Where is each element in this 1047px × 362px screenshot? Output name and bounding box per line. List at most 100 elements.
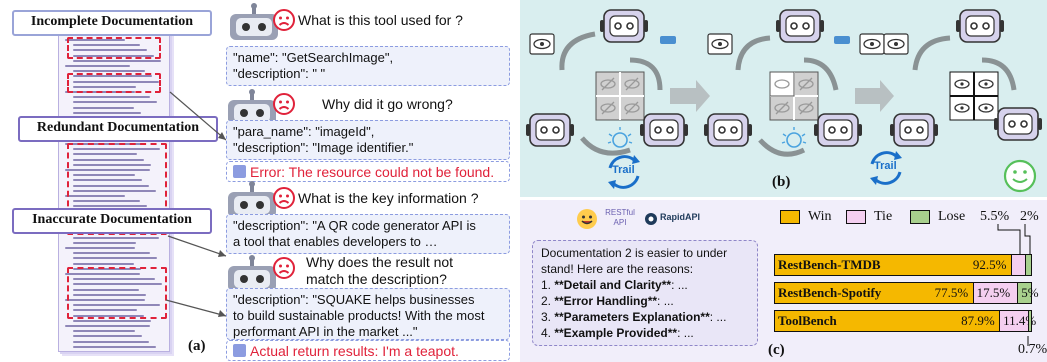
doc-text-line	[73, 80, 159, 83]
doc-text-line	[73, 189, 156, 192]
highlight-box-redundant	[67, 143, 167, 235]
error-message-2: Actual return results: I'm a teapot.	[226, 340, 510, 361]
bar-segment-win	[775, 311, 1000, 331]
reason-item-2: 2. **Error Handling**: ...	[541, 294, 674, 308]
sad-face-icon	[273, 257, 295, 279]
doc-text-line	[65, 273, 140, 275]
bar-segment-tie	[1010, 255, 1026, 275]
incomplete-doc-label: Incomplete Documentation	[12, 10, 212, 36]
doc-text-line	[73, 319, 151, 322]
highlight-box-incomplete	[67, 37, 161, 59]
trail-label-1: Trail	[612, 164, 635, 176]
reason-item-1: 1. **Detail and Clarity**: ...	[541, 278, 688, 292]
bar-row-toolbench: 87.9%11.4%ToolBench	[774, 310, 1036, 332]
error-text-1: Error: The resource could not be found.	[250, 164, 495, 180]
inaccurate-doc-label: Inaccurate Documentation	[12, 208, 212, 234]
doc-text-line	[73, 309, 137, 312]
doc-text-line	[65, 169, 150, 171]
wrench-icon	[233, 344, 246, 357]
bar-value-label: 77.5%	[934, 285, 969, 300]
legend-swatch-lose	[910, 210, 930, 224]
doc-text-line	[73, 101, 157, 104]
bubble-redundant: "para_name": "imageId", "description": "…	[226, 120, 510, 160]
robot-icon	[228, 89, 276, 126]
bar-row-restbench-spotify: 77.5%17.5%5%RestBench-Spotify	[774, 282, 1039, 304]
panel-b-tag: (b)	[772, 174, 791, 190]
redundant-doc-label: Redundant Documentation	[18, 116, 218, 142]
bubble-4-line-2: to build sustainable products! With the …	[233, 308, 485, 323]
question-3: What is the key information ?	[298, 190, 479, 206]
robot-icon	[228, 255, 276, 292]
bubble-1-line-1: "name": "GetSearchImage",	[233, 50, 394, 65]
panel-b: Trail Trail (b)	[520, 0, 1047, 197]
error-text-2: Actual return results: I'm a teapot.	[250, 343, 459, 359]
doc-text-line	[73, 49, 147, 52]
doc-text-line	[73, 174, 135, 177]
doc-text-line	[73, 304, 160, 307]
doc-text-line	[65, 299, 145, 301]
panel-c-tag: (c)	[768, 342, 785, 358]
doc-text-line	[65, 247, 135, 249]
doc-text-line	[65, 325, 150, 327]
highlight-box-inaccurate	[67, 267, 167, 319]
doc-text-line	[73, 330, 135, 333]
highlight-box-incomplete-2	[67, 73, 161, 93]
sad-face-icon	[273, 93, 295, 115]
bar-segment-lose	[1024, 255, 1031, 275]
doc-text-line	[73, 236, 159, 239]
doc-text-line	[73, 200, 140, 203]
doc-text-line	[73, 75, 152, 78]
panel-c: RESTful API RapidAPI Documentation 2 is …	[520, 200, 1047, 362]
bubble-1-line-2: "description": " "	[233, 66, 326, 81]
label-tmdb-lose: 2%	[1020, 209, 1039, 224]
doc-text-line	[73, 106, 134, 109]
doc-text-line	[73, 293, 146, 296]
bar-segment-tie	[999, 311, 1030, 331]
label-tmdb-tie: 5.5%	[980, 209, 1010, 224]
doc-text-line	[73, 340, 149, 343]
doc-text-line	[73, 262, 134, 265]
question-1: What is this tool used for ?	[298, 12, 463, 28]
doc-text-line	[73, 85, 136, 88]
doc-text-line	[73, 70, 145, 73]
hugging-face-logo-icon	[577, 209, 597, 229]
bar-category-label: ToolBench	[778, 313, 837, 328]
rapidapi-logo-icon	[645, 213, 657, 225]
doc-text-line	[73, 158, 144, 161]
legend-label-win: Win	[808, 209, 832, 224]
bubble-3-line-2: a tool that enables developers to …	[233, 234, 438, 249]
legend-label-tie: Tie	[874, 209, 893, 224]
agent-iteration-diagram	[525, 9, 1043, 193]
bar-segment-win	[775, 255, 1011, 275]
bubble-4-line-3: performant API in the market ..."	[233, 324, 418, 339]
doc-text-line	[73, 111, 141, 114]
doc-text-line	[73, 96, 150, 99]
wrench-icon	[233, 165, 246, 178]
legend-swatch-tie	[846, 210, 866, 224]
robot-icon	[230, 3, 278, 40]
doc-text-line	[73, 278, 155, 281]
doc-text-line	[73, 184, 149, 187]
question-4-line-1: Why does the result not	[306, 254, 454, 270]
doc-text-line	[73, 163, 151, 166]
bar-category-label: RestBench-TMDB	[778, 257, 881, 272]
doc-text-line	[73, 59, 161, 62]
bubble-2-line-2: "description": "Image identifier."	[233, 140, 414, 155]
legend-label-lose: Lose	[938, 209, 966, 224]
legend-swatch-win	[780, 210, 800, 224]
trail-label-2: Trail	[874, 160, 897, 172]
bar-segment-lose	[1017, 283, 1031, 303]
sad-face-icon	[273, 9, 295, 31]
bar-value-label: 5%	[1021, 285, 1039, 300]
bubble-inaccurate-2: "description": "SQUAKE helps businesses …	[226, 288, 510, 340]
robot-icon	[228, 181, 276, 218]
doc-text-line	[73, 148, 160, 151]
rapidapi-logo-text: RapidAPI	[660, 212, 701, 222]
bar-segment-tie	[972, 283, 1019, 303]
reason-item-4: 4. **Example Provided**: ...	[541, 326, 694, 340]
question-4-line-2: match the description?	[306, 271, 447, 287]
bubble-inaccurate-1: "description": "A QR code generator API …	[226, 214, 510, 254]
question-2: Why did it go wrong?	[322, 96, 453, 112]
connector-arrows	[165, 91, 227, 317]
bar-value-label: 17.5%	[976, 285, 1011, 300]
